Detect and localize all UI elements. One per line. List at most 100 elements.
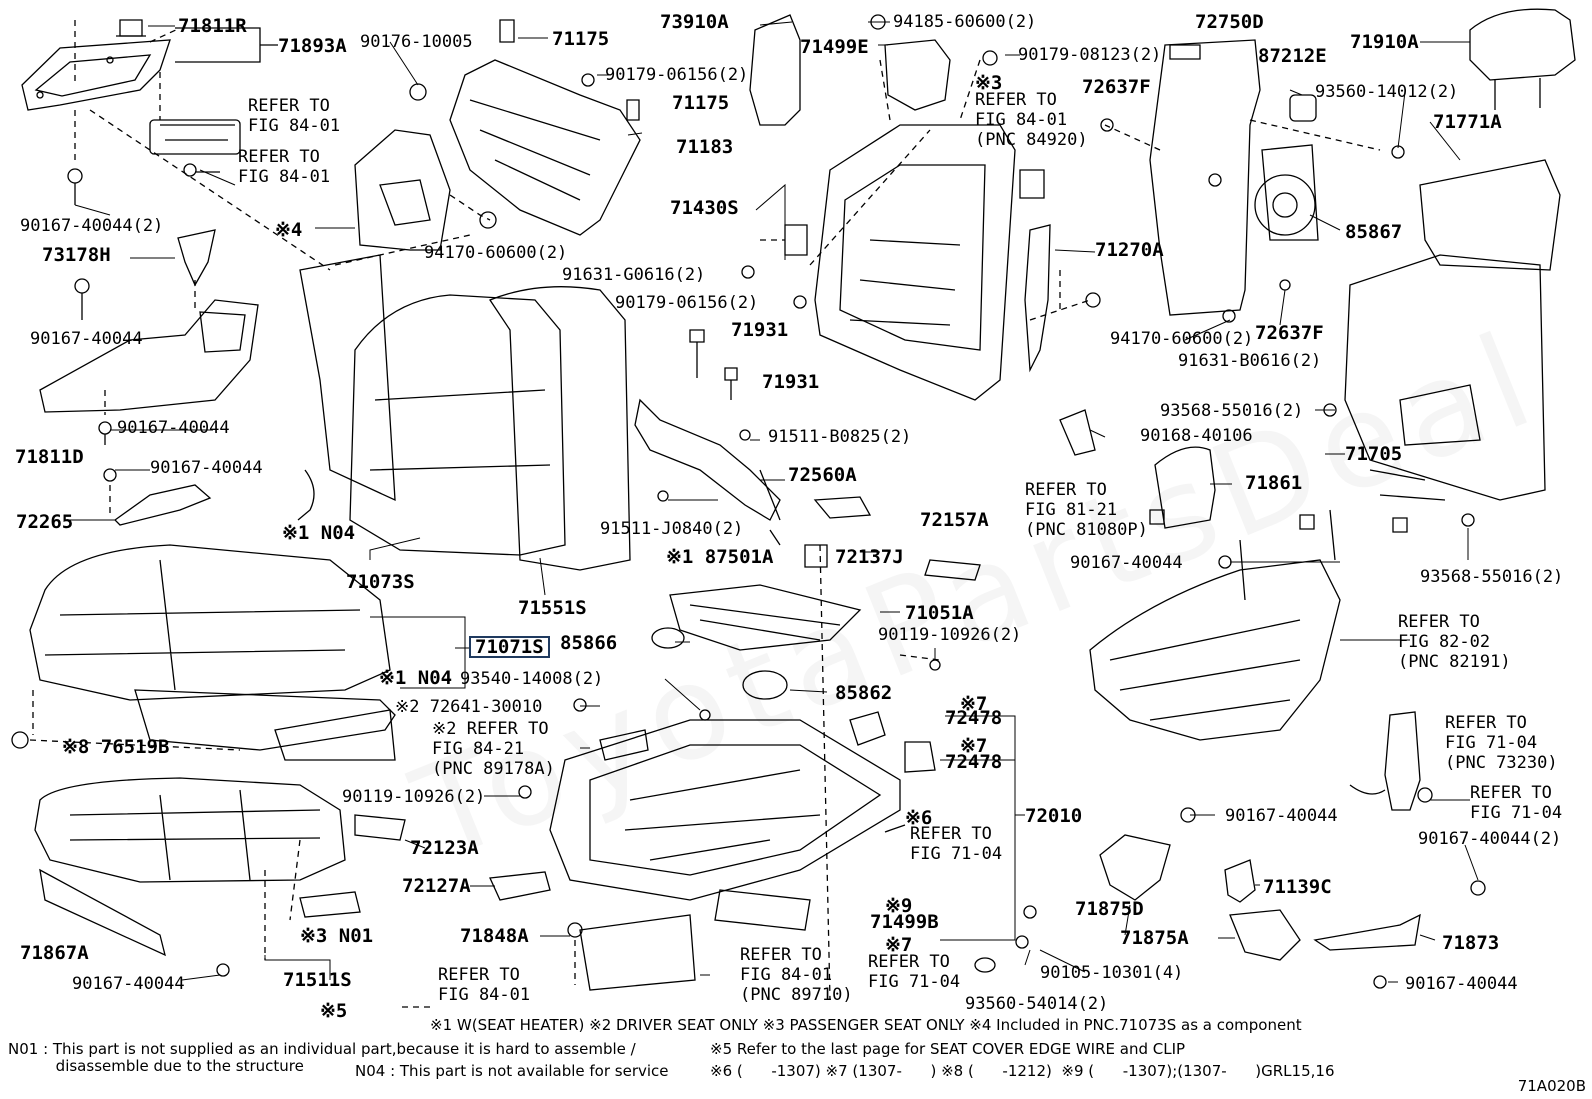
label-93568-55016-a[interactable]: 93568-55016(2) <box>1160 401 1304 421</box>
refer-fig-71-04-c[interactable]: REFER TO FIG 71-04 <box>868 952 961 992</box>
label-93568-55016-b[interactable]: 93568-55016(2) <box>1420 567 1564 587</box>
label-71848A[interactable]: 71848A <box>460 925 529 947</box>
label-71811R[interactable]: 71811R <box>178 15 247 37</box>
label-85867[interactable]: 85867 <box>1345 221 1403 243</box>
label-72641-30010[interactable]: ※2 72641-30010 <box>395 697 543 717</box>
label-71861[interactable]: 71861 <box>1245 472 1303 494</box>
label-90176-10005[interactable]: 90176-10005 <box>360 32 473 52</box>
label-91511-B0825[interactable]: 91511-B0825(2) <box>768 427 912 447</box>
module-89710-part <box>580 915 695 990</box>
label-90167-40044-e[interactable]: 90167-40044 <box>1225 806 1338 826</box>
refer-fig-84-01-c[interactable]: REFER TO FIG 84-01 <box>438 965 531 1005</box>
label-90119-10926-a[interactable]: 90119-10926(2) <box>878 625 1022 645</box>
label-93540-14008[interactable]: 93540-14008(2) <box>460 669 604 689</box>
label-72157A[interactable]: 72157A <box>920 509 989 531</box>
label-90167-40044-c[interactable]: 90167-40044 <box>150 458 263 478</box>
harness-71183-part <box>450 60 640 235</box>
label-90179-06156-a[interactable]: 90179-06156(2) <box>605 65 749 85</box>
label-71873[interactable]: 71873 <box>1442 932 1500 954</box>
label-72637F-a[interactable]: 72637F <box>1082 76 1151 98</box>
label-71499B[interactable]: 71499B <box>870 911 939 933</box>
label-72127A[interactable]: 72127A <box>402 875 471 897</box>
refer-fig-84-01-b[interactable]: REFER TO FIG 84-01 <box>238 147 331 187</box>
label-71175-b[interactable]: 71175 <box>672 92 730 114</box>
refer-fig-71-04-a[interactable]: REFER TO FIG 71-04 <box>910 824 1003 864</box>
label-72010[interactable]: 72010 <box>1025 805 1083 827</box>
label-87212E[interactable]: 87212E <box>1258 45 1327 67</box>
clip-71175-part-2 <box>627 100 639 120</box>
label-71893A[interactable]: 71893A <box>278 35 347 57</box>
label-90105-10301[interactable]: 90105-10301(4) <box>1040 963 1184 983</box>
label-N04-a[interactable]: ※1 N04 <box>282 522 356 544</box>
refer-fig-84-01-a[interactable]: REFER TO FIG 84-01 <box>248 96 341 136</box>
label-93560-14012[interactable]: 93560-14012(2) <box>1315 82 1459 102</box>
rear-panel-part <box>300 255 395 500</box>
label-72637F-b[interactable]: 72637F <box>1255 322 1324 344</box>
label-71931-a[interactable]: 71931 <box>731 319 789 341</box>
motor-85866-part <box>652 628 684 648</box>
label-93560-54014[interactable]: 93560-54014(2) <box>965 994 1109 1014</box>
refer-fig-71-04-b[interactable]: REFER TO FIG 71-04 <box>1470 783 1563 823</box>
label-71511S[interactable]: 71511S <box>283 969 352 991</box>
label-72265[interactable]: 72265 <box>16 511 74 533</box>
label-71771A[interactable]: 71771A <box>1433 111 1502 133</box>
label-71705[interactable]: 71705 <box>1345 443 1403 465</box>
label-90167-40044-b[interactable]: 90167-40044 <box>117 418 230 438</box>
wire-71867A-part <box>40 870 165 955</box>
label-71139C[interactable]: 71139C <box>1263 876 1332 898</box>
refer-fig-84-01-pnc-84920[interactable]: REFER TO FIG 84-01 (PNC 84920) <box>975 90 1088 150</box>
label-90119-10926-b[interactable]: 90119-10926(2) <box>342 787 486 807</box>
label-N04-b[interactable]: ※1 N04 <box>379 667 453 689</box>
label-71875A[interactable]: 71875A <box>1120 927 1189 949</box>
label-85866[interactable]: 85866 <box>560 632 618 654</box>
label-71875D[interactable]: 71875D <box>1075 898 1144 920</box>
label-85862[interactable]: 85862 <box>835 682 893 704</box>
label-91631-G0616[interactable]: 91631-G0616(2) <box>562 265 706 285</box>
label-72137J[interactable]: 72137J <box>835 546 904 568</box>
label-76519B[interactable]: ※8 76519B <box>62 736 170 758</box>
label-71051A[interactable]: 71051A <box>905 602 974 624</box>
label-72750D[interactable]: 72750D <box>1195 11 1264 33</box>
label-90167-40044-2a[interactable]: 90167-40044(2) <box>20 216 164 236</box>
label-71931-b[interactable]: 71931 <box>762 371 820 393</box>
label-71867A[interactable]: 71867A <box>20 942 89 964</box>
label-71811D[interactable]: 71811D <box>15 446 84 468</box>
label-90167-40044-g[interactable]: 90167-40044 <box>1405 974 1518 994</box>
label-71183[interactable]: 71183 <box>676 136 734 158</box>
label-90167-40044-d[interactable]: 90167-40044 <box>1070 553 1183 573</box>
label-90167-40044-2b[interactable]: 90167-40044(2) <box>1418 829 1562 849</box>
bolt-90167-part-9 <box>1374 976 1386 988</box>
label-N01[interactable]: ※3 N01 <box>300 925 374 947</box>
refer-fig-71-04-pnc-73230[interactable]: REFER TO FIG 71-04 (PNC 73230) <box>1445 713 1558 773</box>
label-71910A[interactable]: 71910A <box>1350 31 1419 53</box>
refer-fig-84-21[interactable]: ※2 REFER TO FIG 84-21 (PNC 89178A) <box>432 719 555 779</box>
label-90168-40106[interactable]: 90168-40106 <box>1140 426 1253 446</box>
label-72478-a[interactable]: 72478 <box>945 707 1003 729</box>
refer-fig-82-02[interactable]: REFER TO FIG 82-02 (PNC 82191) <box>1398 612 1511 672</box>
label-94170-60600-a[interactable]: 94170-60600(2) <box>424 243 568 263</box>
label-91511-J0840[interactable]: 91511-J0840(2) <box>600 519 744 539</box>
label-87501A[interactable]: ※1 87501A <box>666 546 774 568</box>
label-73178H[interactable]: 73178H <box>42 244 111 266</box>
label-91631-B0616[interactable]: 91631-B0616(2) <box>1178 351 1322 371</box>
label-72560A[interactable]: 72560A <box>788 464 857 486</box>
label-90167-40044-a[interactable]: 90167-40044 <box>30 329 143 349</box>
label-90179-06156-b[interactable]: 90179-06156(2) <box>615 293 759 313</box>
label-72123A[interactable]: 72123A <box>410 837 479 859</box>
label-71430S[interactable]: 71430S <box>670 197 739 219</box>
label-72478-b[interactable]: 72478 <box>945 751 1003 773</box>
label-71071S-highlight[interactable]: 71071S <box>469 636 550 658</box>
label-94185-60600[interactable]: 94185-60600(2) <box>893 12 1037 32</box>
label-90167-40044-f[interactable]: 90167-40044 <box>72 974 185 994</box>
label-73910A[interactable]: 73910A <box>660 11 729 33</box>
label-71499E[interactable]: 71499E <box>800 36 869 58</box>
label-90179-08123[interactable]: 90179-08123(2) <box>1018 45 1162 65</box>
refer-fig-84-01-pnc-89710[interactable]: REFER TO FIG 84-01 (PNC 89710) <box>740 945 853 1005</box>
label-71175-a[interactable]: 71175 <box>552 28 610 50</box>
bolt-71848A-part <box>568 923 582 937</box>
refer-fig-81-21[interactable]: REFER TO FIG 81-21 (PNC 81080P) <box>1025 480 1148 540</box>
label-71270A[interactable]: 71270A <box>1095 239 1164 261</box>
label-71073S[interactable]: 71073S <box>346 571 415 593</box>
label-71551S[interactable]: 71551S <box>518 597 587 619</box>
label-94170-60600-b[interactable]: 94170-60600(2) <box>1110 329 1254 349</box>
